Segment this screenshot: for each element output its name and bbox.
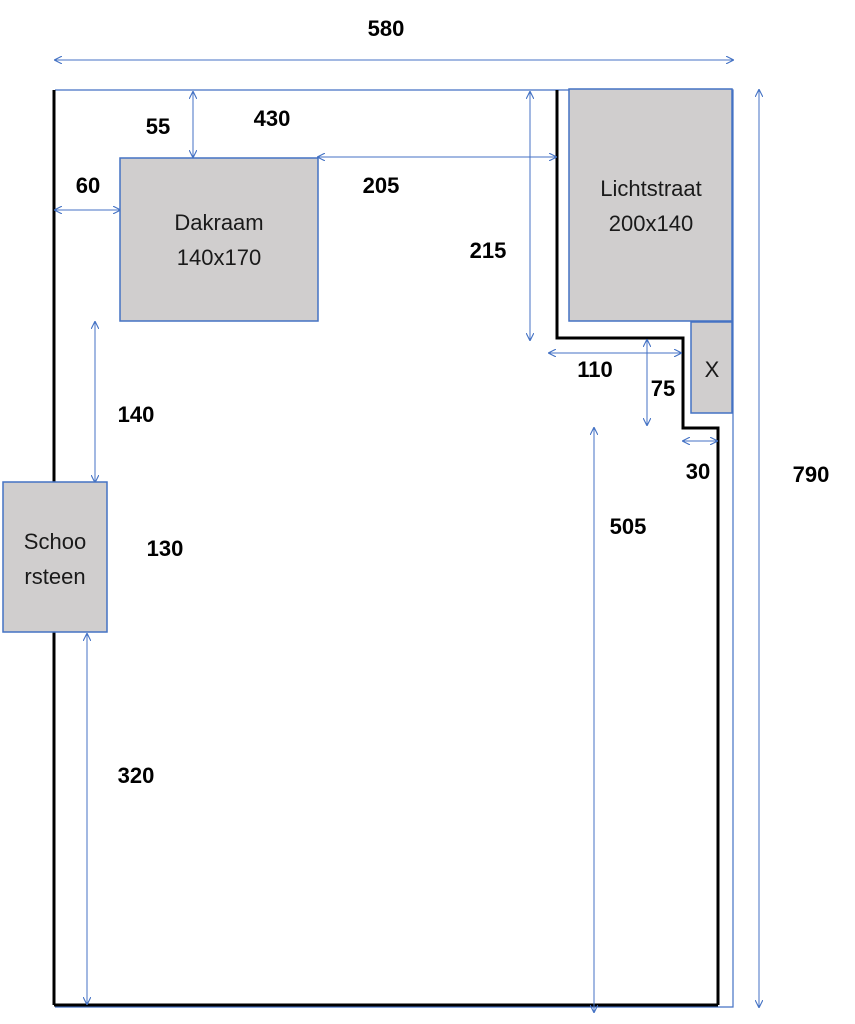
schoorsteen-label-line2: rsteen [24,564,85,589]
dim-label-505: 505 [610,514,647,539]
dim-label-130: 130 [147,536,184,561]
dim-label-30: 30 [686,459,710,484]
dim-label-55: 55 [146,114,170,139]
lichtstraat-label: Lichtstraat [600,176,702,201]
roof-outline [55,89,734,1008]
schoorsteen-label-line1: Schoo [24,529,86,554]
dim-label-215: 215 [470,238,507,263]
dim-label-430: 430 [254,106,291,131]
dim-label-140: 140 [118,402,155,427]
right-wall-contour [555,90,720,1005]
dim-label-75: 75 [651,376,675,401]
dakraam-label: Dakraam [174,210,263,235]
dakraam-box [119,157,319,322]
dim-label-110: 110 [577,357,613,382]
dim-label-320: 320 [118,763,155,788]
x-box [690,321,733,414]
dakraam-size-label: 140x170 [177,245,261,270]
dim-label-60: 60 [76,173,100,198]
lichtstraat-box [568,88,733,322]
dim-label-580: 580 [368,16,405,41]
dim-label-205: 205 [363,173,400,198]
schoorsteen-box [2,481,108,633]
x-label: X [705,357,720,382]
lichtstraat-size-label: 200x140 [609,211,693,236]
dim-label-790: 790 [793,462,830,487]
